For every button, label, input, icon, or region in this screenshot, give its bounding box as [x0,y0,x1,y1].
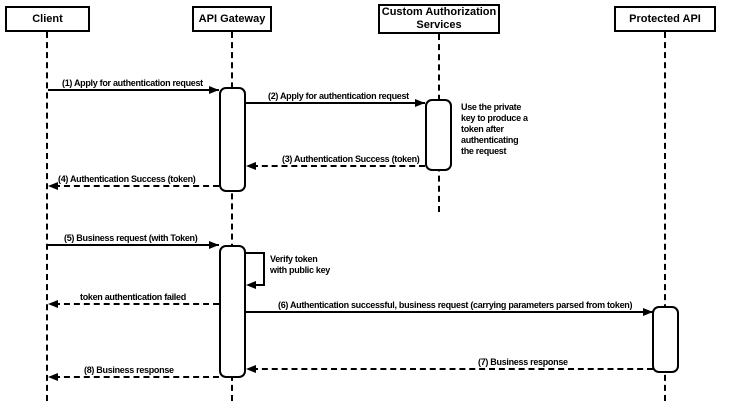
lifeline-protected-api [664,32,666,401]
message-1-label: (1) Apply for authentication request [62,78,203,88]
message-fail-arrowhead-icon [48,300,58,308]
message-7-label: (7) Business response [478,357,568,367]
participant-protected-api-label: Protected API [629,12,701,25]
lifeline-client [46,32,48,401]
message-1-arrowhead-icon [209,86,219,94]
message-fail-label: token authentication failed [80,292,186,302]
message-2-arrowhead-icon [415,99,425,107]
message-8-line [54,376,219,378]
participant-protected-api: Protected API [614,6,716,32]
participant-client-label: Client [32,12,63,25]
self-message-right-line [263,252,265,286]
lifeline-api-gateway [231,32,233,401]
note-private-key: Use the private key to produce a token a… [461,102,528,156]
message-6-label: (6) Authentication successful, business … [278,300,633,310]
message-5-line [48,244,219,246]
message-1-line [48,89,219,91]
self-message-top-line [246,252,265,254]
participant-custom-auth: Custom Authorization Services [378,4,500,34]
message-2-line [246,102,425,104]
message-4-label: (4) Authentication Success (token) [58,174,196,184]
participant-custom-auth-label: Custom Authorization Services [381,6,497,31]
message-4-arrowhead-icon [48,182,58,190]
message-8-arrowhead-icon [48,373,58,381]
message-8-label: (8) Business response [84,365,174,375]
message-3-label: (3) Authentication Success (token) [282,154,420,164]
participant-client: Client [5,6,90,32]
message-fail-line [54,303,219,305]
message-5-arrowhead-icon [209,241,219,249]
self-message-bottom-line [255,284,265,286]
participant-api-gateway-label: API Gateway [198,12,266,25]
message-7-line [252,368,653,370]
message-6-arrowhead-icon [643,308,653,316]
message-7-arrowhead-icon [246,365,256,373]
activation-gateway-auth [219,87,246,192]
message-3-line [252,165,425,167]
message-6-line [246,311,653,313]
message-3-arrowhead-icon [246,162,256,170]
activation-protected-api [652,306,679,373]
activation-gateway-business [219,245,246,378]
message-5-label: (5) Business request (with Token) [64,233,198,243]
message-2-label: (2) Apply for authentication request [268,91,409,101]
participant-api-gateway: API Gateway [192,6,272,32]
activation-custom-auth [425,99,452,171]
self-message-arrowhead-icon [246,281,256,289]
message-4-line [54,185,219,187]
self-message-label: Verify token with public key [270,254,331,275]
